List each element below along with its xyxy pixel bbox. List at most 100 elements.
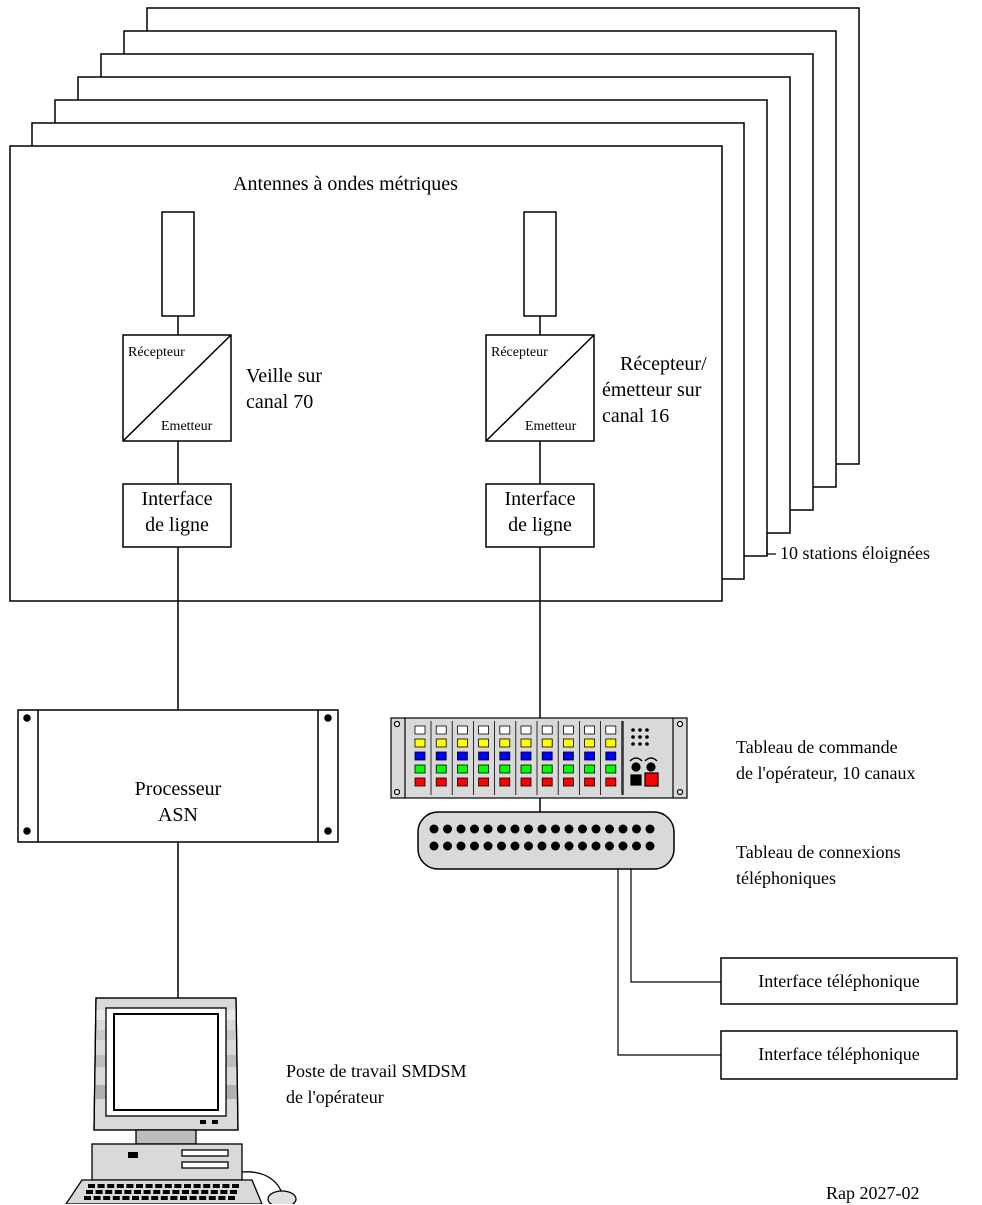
keyboard-key[interactable] <box>170 1196 178 1200</box>
channel-indicator[interactable] <box>456 725 468 735</box>
keyboard-key[interactable] <box>184 1184 191 1188</box>
keyboard-key[interactable] <box>199 1196 207 1200</box>
keypad-key[interactable] <box>638 742 642 746</box>
patch-jack[interactable] <box>578 824 587 834</box>
channel-indicator[interactable] <box>584 764 595 774</box>
patch-jack[interactable] <box>645 824 655 834</box>
channel-indicator[interactable] <box>414 751 426 761</box>
keyboard-key[interactable] <box>141 1196 149 1200</box>
channel-indicator[interactable] <box>499 764 511 774</box>
channel-indicator[interactable] <box>478 764 490 774</box>
channel-indicator[interactable] <box>563 764 574 774</box>
red-button[interactable] <box>644 772 659 787</box>
keypad-key[interactable] <box>631 742 635 746</box>
patch-jack[interactable] <box>591 824 601 834</box>
keyboard-key[interactable] <box>174 1184 182 1188</box>
channel-indicator[interactable] <box>584 777 595 787</box>
patch-jack[interactable] <box>618 824 628 834</box>
keyboard-key[interactable] <box>97 1184 105 1188</box>
keyboard-key[interactable] <box>132 1196 139 1200</box>
patch-jack[interactable] <box>551 824 560 834</box>
keyboard-key[interactable] <box>164 1184 172 1188</box>
keyboard-key[interactable] <box>230 1190 237 1194</box>
channel-indicator[interactable] <box>435 725 447 735</box>
channel-indicator[interactable] <box>541 738 553 748</box>
channel-indicator[interactable] <box>520 738 532 748</box>
channel-indicator[interactable] <box>541 777 553 787</box>
channel-indicator[interactable] <box>563 738 574 748</box>
keyboard-key[interactable] <box>218 1196 226 1200</box>
patch-jack[interactable] <box>443 841 452 851</box>
channel-indicator[interactable] <box>414 777 426 787</box>
handset-button-right[interactable] <box>646 762 656 772</box>
patch-jack[interactable] <box>551 841 560 851</box>
keyboard-key[interactable] <box>172 1190 180 1194</box>
patch-jack[interactable] <box>645 841 655 851</box>
keyboard-key[interactable] <box>122 1196 130 1200</box>
keypad-key[interactable] <box>645 742 649 746</box>
channel-indicator[interactable] <box>499 751 511 761</box>
patch-jack[interactable] <box>632 841 641 851</box>
channel-indicator[interactable] <box>563 751 574 761</box>
keyboard-key[interactable] <box>208 1196 216 1200</box>
keyboard-key[interactable] <box>134 1190 141 1194</box>
channel-indicator[interactable] <box>563 725 574 735</box>
patch-jack[interactable] <box>470 824 479 834</box>
channel-indicator[interactable] <box>414 764 426 774</box>
keyboard-key[interactable] <box>107 1184 115 1188</box>
patch-jack[interactable] <box>456 841 466 851</box>
channel-indicator[interactable] <box>414 725 426 735</box>
channel-indicator[interactable] <box>605 751 617 761</box>
channel-indicator[interactable] <box>520 764 532 774</box>
monitor-button-2[interactable] <box>212 1120 218 1124</box>
patch-jack[interactable] <box>591 841 601 851</box>
channel-indicator[interactable] <box>605 777 617 787</box>
channel-indicator[interactable] <box>605 738 617 748</box>
patch-jack[interactable] <box>443 824 452 834</box>
channel-indicator[interactable] <box>435 764 447 774</box>
patch-jack[interactable] <box>524 824 533 834</box>
channel-indicator[interactable] <box>584 751 595 761</box>
keyboard-key[interactable] <box>203 1184 211 1188</box>
channel-indicator[interactable] <box>478 777 490 787</box>
keyboard-key[interactable] <box>193 1184 201 1188</box>
channel-indicator[interactable] <box>605 764 617 774</box>
keyboard-key[interactable] <box>210 1190 218 1194</box>
keyboard-key[interactable] <box>232 1184 239 1188</box>
keyboard-key[interactable] <box>201 1190 209 1194</box>
patch-jack[interactable] <box>605 841 614 851</box>
keyboard-key[interactable] <box>143 1190 151 1194</box>
patch-jack[interactable] <box>497 841 506 851</box>
channel-indicator[interactable] <box>584 738 595 748</box>
patch-jack[interactable] <box>564 841 574 851</box>
keypad-key[interactable] <box>645 735 649 739</box>
channel-indicator[interactable] <box>478 751 490 761</box>
patch-jack[interactable] <box>564 824 574 834</box>
keyboard-key[interactable] <box>212 1184 220 1188</box>
keyboard-key[interactable] <box>222 1184 230 1188</box>
patch-jack[interactable] <box>510 841 520 851</box>
handset-button-left[interactable] <box>631 762 641 772</box>
patch-jack[interactable] <box>524 841 533 851</box>
keyboard-key[interactable] <box>151 1196 159 1200</box>
keyboard-key[interactable] <box>189 1196 197 1200</box>
channel-indicator[interactable] <box>414 738 426 748</box>
keyboard-key[interactable] <box>105 1190 113 1194</box>
channel-indicator[interactable] <box>435 751 447 761</box>
keyboard-key[interactable] <box>182 1190 189 1194</box>
keyboard-key[interactable] <box>84 1196 91 1200</box>
patch-jack[interactable] <box>605 824 614 834</box>
channel-indicator[interactable] <box>456 738 468 748</box>
channel-indicator[interactable] <box>520 777 532 787</box>
keyboard-key[interactable] <box>124 1190 132 1194</box>
keyboard-key[interactable] <box>160 1196 168 1200</box>
keyboard-key[interactable] <box>155 1184 163 1188</box>
keyboard-key[interactable] <box>95 1190 103 1194</box>
keyboard-key[interactable] <box>153 1190 161 1194</box>
channel-indicator[interactable] <box>456 777 468 787</box>
keyboard-key[interactable] <box>145 1184 153 1188</box>
patch-jack[interactable] <box>537 841 547 851</box>
channel-indicator[interactable] <box>478 725 490 735</box>
channel-indicator[interactable] <box>456 764 468 774</box>
patch-jack[interactable] <box>632 824 641 834</box>
